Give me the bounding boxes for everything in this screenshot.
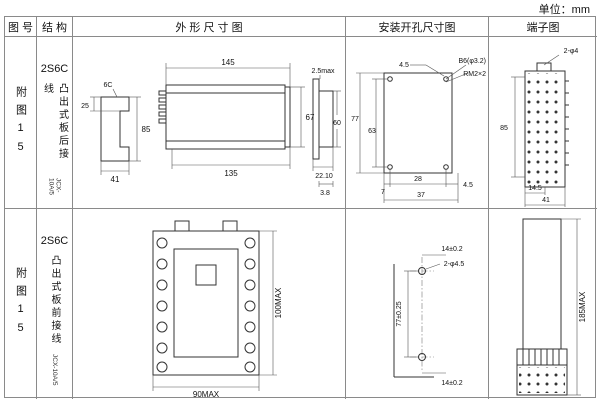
outline-drawing-front: 90MAX 100MAX: [152, 220, 283, 398]
header-terminal: 端子图: [489, 17, 597, 37]
dim-label: 37: [417, 192, 425, 199]
row1-mounting-cell: B6(φ3.2) RM2×2 4.5 77 63: [346, 37, 489, 209]
row2-outline-cell: 90MAX 100MAX: [73, 209, 346, 399]
mounting-drawing-rear: B6(φ3.2) RM2×2 4.5 77 63: [351, 58, 486, 203]
hole-layout: 14±0.2 2-φ4.5 77±0.25 14±0.2: [393, 246, 465, 387]
row2-structure-cell: 2S6C 凸出式板前接线 JCX-10A/5: [37, 209, 73, 399]
terminal-block: 2-φ4 85 14.5 41: [500, 48, 578, 207]
model-label: 2S6C: [40, 235, 69, 247]
row2-mounting-cell: 14±0.2 2-φ4.5 77±0.25 14±0.2: [346, 209, 489, 399]
dim-label: 90MAX: [193, 390, 220, 398]
dim-label: RM2×2: [463, 71, 486, 78]
dim-label: 7: [381, 189, 385, 196]
dim-label: 3.8: [320, 190, 330, 197]
structure-desc: 凸出式板后接线: [41, 83, 68, 161]
dim-label: 14.5: [528, 185, 542, 192]
terminal-drawing-front: 185MAX: [516, 218, 587, 396]
outline-drawing-rear: 6C 25 85 41: [81, 58, 341, 197]
relay-code: JCX-10A/5: [47, 177, 62, 195]
dim-label: 4.5: [463, 182, 473, 189]
dimension-table: 图 号 结 构 外 形 尺 寸 图 安装开孔尺寸图 端子图 附图15 2S6C …: [4, 16, 597, 399]
fig-no-label: 附图15: [14, 267, 27, 341]
row2-terminal-cell: 185MAX: [489, 209, 597, 399]
dim-label: 77±0.25: [396, 301, 403, 326]
dim-label: 6C: [104, 82, 113, 89]
dim-label: 85: [500, 125, 508, 132]
side-view-small: 6C 25 85 41: [81, 82, 151, 184]
row1-terminal-cell: 2-φ4 85 14.5 41: [489, 37, 597, 209]
dim-label: 100MAX: [274, 287, 283, 318]
header-mounting: 安装开孔尺寸图: [346, 17, 489, 37]
socket-front-view: 90MAX 100MAX: [152, 220, 283, 398]
header-outline: 外 形 尺 寸 图: [73, 17, 346, 37]
dim-label: 28: [414, 176, 422, 183]
dim-label: 25: [81, 103, 89, 110]
dim-label: 145: [221, 58, 235, 67]
header-fig-no: 图 号: [5, 17, 37, 37]
terminal-drawing-rear: 2-φ4 85 14.5 41: [500, 48, 578, 207]
dim-label: 135: [224, 169, 238, 178]
structure-desc: 凸出式板前接线: [49, 255, 60, 346]
dim-label: 14±0.2: [441, 380, 462, 387]
dim-label: 2.5max: [312, 68, 335, 75]
mounting-drawing-front: 14±0.2 2-φ4.5 77±0.25 14±0.2: [393, 246, 465, 387]
row1-fig-no-cell: 附图15: [5, 37, 37, 209]
dim-label: 77: [351, 116, 359, 123]
dim-label: 41: [542, 197, 550, 204]
dim-label: 41: [111, 175, 120, 184]
dim-label: 185MAX: [578, 291, 587, 322]
dim-label: 67: [306, 113, 315, 122]
dim-label: 2-φ4.5: [444, 261, 465, 268]
dim-label: 85: [142, 125, 151, 134]
dim-label: 63: [368, 128, 376, 135]
side-view-long: 145 135 67: [158, 58, 315, 178]
row1-outline-cell: 6C 25 85 41: [73, 37, 346, 209]
row2-fig-no-cell: 附图15: [5, 209, 37, 399]
dim-label: B6(φ3.2): [459, 58, 487, 65]
panel-cutout: B6(φ3.2) RM2×2 4.5 77 63: [351, 58, 486, 203]
dim-label: 22.10: [315, 173, 333, 180]
flange-view: 2.5max 60 22.10 3.8: [312, 68, 341, 197]
dim-label: 60: [333, 120, 341, 127]
unit-label: 单位：mm: [538, 4, 590, 16]
relay-profile: 185MAX: [516, 218, 587, 396]
dim-label: 14±0.2: [441, 246, 462, 253]
dim-label: 4.5: [399, 62, 409, 69]
dim-label: 2-φ4: [564, 48, 579, 55]
fig-no-label: 附图15: [14, 85, 27, 160]
model-label: 2S6C: [40, 63, 69, 75]
relay-code: JCX-10A/5: [51, 354, 58, 386]
row1-structure-cell: 2S6C 凸出式板后接线 JCX-10A/5: [37, 37, 73, 209]
header-structure: 结 构: [37, 17, 73, 37]
